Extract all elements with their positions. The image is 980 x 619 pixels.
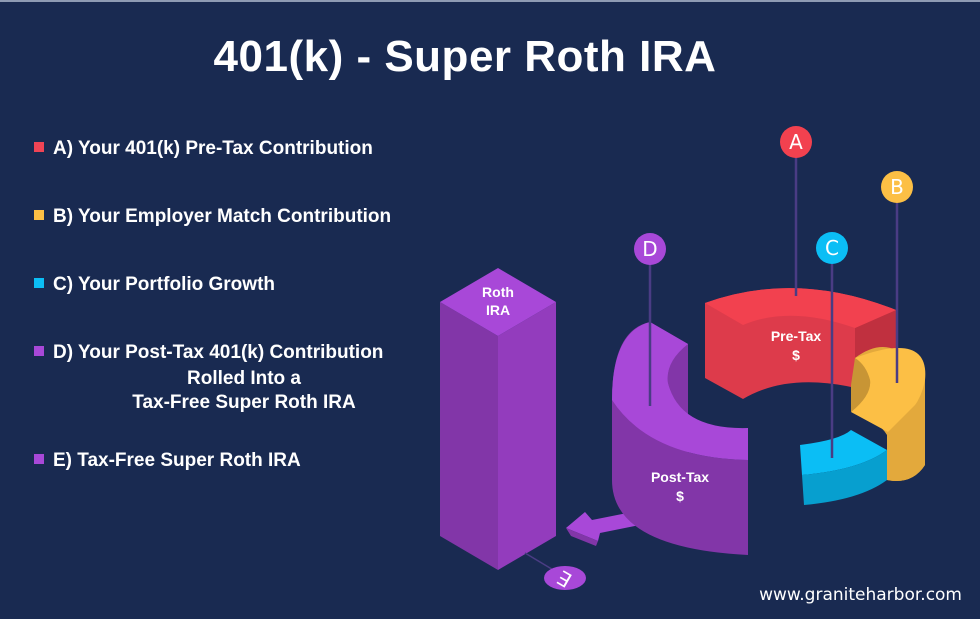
marker-e: E	[544, 565, 586, 592]
marker-b: B	[881, 171, 913, 203]
legend-item-d-subline-2: Tax-Free Super Roth IRA	[132, 392, 356, 413]
purple-square-icon	[34, 346, 44, 356]
legend-item-c: C) Your Portfolio Growth	[34, 274, 275, 296]
purple-square-icon	[34, 454, 44, 464]
marker-d: D	[634, 233, 666, 265]
marker-c-letter: C	[825, 236, 839, 260]
employer-match-segment	[851, 347, 926, 481]
pre-tax-label-line2: $	[792, 347, 800, 363]
website-link[interactable]: www.graniteharbor.com	[759, 585, 962, 605]
legend-label: A) Your 401(k) Pre-Tax Contribution	[53, 138, 373, 159]
legend-item-b: B) Your Employer Match Contribution	[34, 206, 391, 228]
legend-label: E) Tax-Free Super Roth IRA	[53, 450, 301, 471]
legend-item-d: D) Your Post-Tax 401(k) Contribution	[34, 342, 383, 364]
arrow-icon	[566, 510, 642, 546]
legend-item-a: A) Your 401(k) Pre-Tax Contribution	[34, 138, 373, 160]
pre-tax-label-line1: Pre-Tax	[771, 328, 822, 344]
legend-label: D) Your Post-Tax 401(k) Contribution	[53, 342, 384, 363]
post-tax-segment: Post-Tax $	[612, 322, 748, 555]
pillar-label-line2: IRA	[486, 302, 510, 318]
portfolio-growth-segment	[800, 430, 887, 505]
legend-label: C) Your Portfolio Growth	[53, 274, 275, 295]
page-title: 401(k) - Super Roth IRA	[213, 32, 717, 81]
pre-tax-segment: Pre-Tax $	[705, 288, 896, 400]
post-tax-label-line2: $	[676, 488, 684, 504]
top-border	[0, 0, 980, 2]
post-tax-label-line1: Post-Tax	[651, 469, 709, 485]
marker-a-letter: A	[789, 130, 803, 154]
marker-b-letter: B	[890, 175, 904, 199]
legend-label: B) Your Employer Match Contribution	[53, 206, 392, 227]
cyan-square-icon	[34, 278, 44, 288]
legend-item-d-subline-1: Rolled Into a	[187, 368, 301, 389]
marker-a: A	[780, 126, 812, 158]
marker-c: C	[816, 232, 848, 264]
legend-item-e: E) Tax-Free Super Roth IRA	[34, 450, 301, 472]
marker-d-letter: D	[642, 237, 657, 261]
pillar-label-line1: Roth	[482, 284, 514, 300]
yellow-square-icon	[34, 210, 44, 220]
roth-ira-pillar: Roth IRA	[440, 268, 556, 570]
red-square-icon	[34, 142, 44, 152]
